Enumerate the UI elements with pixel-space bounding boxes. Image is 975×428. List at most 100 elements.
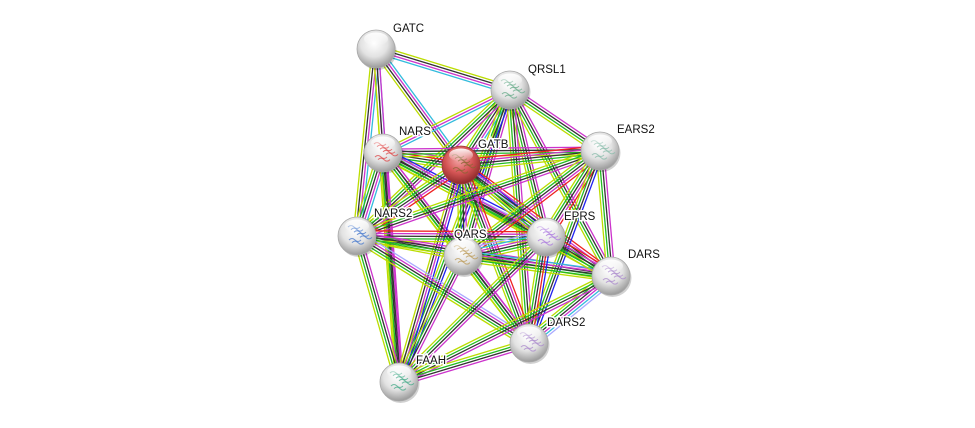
edge-line-coexpression	[376, 47, 511, 90]
edge-line-neighborhood	[355, 162, 460, 235]
edge-line-experiments	[460, 147, 600, 164]
edge-line-neighborhood	[398, 274, 611, 382]
node-highlight	[588, 134, 612, 148]
edge-line-coexpression	[460, 150, 601, 166]
node-label-halo: EARS2	[617, 124, 655, 136]
edge-line-databases	[374, 52, 510, 95]
edge-line-experiments	[358, 233, 531, 342]
node-label-halo: NARS2	[374, 208, 412, 220]
edge-line-coexpression	[510, 89, 613, 276]
edge-line-textmining	[397, 338, 529, 379]
edge-line-neighborhood	[461, 152, 601, 169]
edge-line-neighborhood	[462, 257, 611, 280]
edge-line-neighborhood	[356, 149, 600, 236]
node-highlight	[451, 239, 475, 253]
edge-line-coexpression	[600, 150, 613, 276]
edge-line-coexpression	[356, 235, 530, 344]
edge-line-neighborhood	[355, 236, 399, 383]
edge-line-neighborhood	[356, 237, 546, 241]
edge-line-fusion	[359, 168, 465, 241]
edge-line-experiments	[399, 346, 531, 387]
edge-gatc-qrsl1[interactable]	[374, 44, 512, 95]
edge-line-fusion	[460, 145, 600, 161]
edge-line-cooccurrence	[532, 152, 605, 345]
edge-line-experiments	[360, 234, 404, 382]
edge-gatb-nars2[interactable]	[353, 160, 465, 241]
edge-line-neighborhood	[397, 255, 463, 382]
edge-line-experiments	[377, 48, 403, 382]
edge-ears2-dars[interactable]	[595, 150, 616, 277]
edge-line-coexpression	[462, 150, 601, 257]
edge-line-coexpression	[383, 152, 401, 382]
edge-line-neighborhood	[355, 88, 510, 236]
edge-line-experiments	[466, 90, 515, 258]
edge-line-coexpression	[399, 343, 530, 384]
edge-line-experiments	[400, 278, 614, 387]
node-label: EPRS	[564, 211, 596, 223]
node-label: GATB	[478, 139, 509, 151]
edge-line-databases	[378, 46, 465, 164]
node-label-halo: QRSL1	[528, 64, 566, 76]
node-label-halo: NARS	[399, 126, 431, 138]
edge-line-experiments	[603, 150, 616, 276]
edge-line-experiments	[386, 152, 404, 382]
edge-line-textmining	[355, 146, 599, 233]
edge-eprs-faah[interactable]	[395, 233, 550, 386]
node-highlight	[371, 136, 395, 150]
edge-line-experiments	[464, 152, 602, 259]
node-label-halo: EPRS	[564, 211, 596, 223]
node-highlight	[387, 365, 411, 379]
node-label: QRSL1	[528, 64, 566, 76]
edge-line-textmining	[506, 91, 609, 279]
edge-line-coexpression	[357, 151, 601, 238]
edge-line-coexpression	[397, 164, 461, 382]
node-label-halo: QARS	[454, 229, 487, 241]
edge-line-coexpression	[355, 48, 376, 236]
node-label-halo: FAAH	[416, 355, 446, 367]
edge-nars2-faah[interactable]	[352, 234, 404, 384]
node-highlight	[599, 259, 623, 273]
edge-line-coexpression	[356, 164, 462, 237]
edge-line-experiments	[358, 166, 463, 239]
edge-line-textmining	[353, 160, 459, 233]
edge-gatb-ears2[interactable]	[460, 145, 601, 171]
edge-line-coexpression	[399, 276, 612, 384]
node-label: DARS2	[547, 317, 585, 329]
node-label: QARS	[454, 229, 487, 241]
edge-line-textmining	[396, 271, 610, 380]
edge-line-textmining	[395, 233, 544, 380]
edge-line-experiments	[375, 49, 510, 92]
edge-qrsl1-dars[interactable]	[506, 87, 615, 279]
nodes-layer: GATCGATCQRSL1QRSL1NARSNARSGATBGATBEARS2E…	[337, 22, 662, 403]
edge-line-experiments	[376, 47, 463, 165]
node-label-halo: GATC	[393, 23, 424, 35]
edge-dars-faah[interactable]	[396, 271, 614, 387]
node-highlight	[345, 219, 369, 233]
edge-line-textmining	[380, 155, 610, 281]
node-highlight	[364, 32, 388, 46]
edge-line-experiments	[358, 154, 602, 241]
node-highlight	[534, 220, 558, 234]
node-highlight	[498, 73, 522, 87]
edge-line-textmining	[394, 253, 461, 381]
edge-dars2-faah[interactable]	[397, 338, 531, 387]
node-label: EARS2	[617, 124, 655, 136]
node-label: FAAH	[416, 355, 446, 367]
edge-line-experiments	[382, 146, 600, 150]
edge-line-neighborhood	[508, 90, 611, 277]
edge-line-textmining	[462, 260, 611, 282]
edge-ears2-nars2[interactable]	[355, 146, 602, 241]
edge-line-experiments	[357, 232, 547, 236]
edge-line-textmining	[352, 48, 373, 236]
